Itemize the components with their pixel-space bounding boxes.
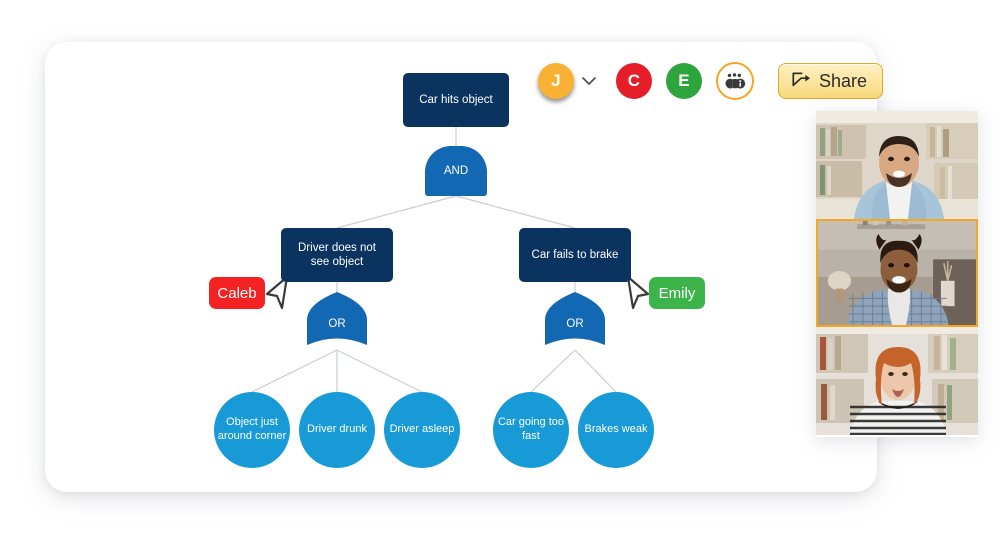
avatar-j[interactable]: J: [538, 63, 574, 99]
gate-or-right-label: OR: [566, 318, 584, 330]
gate-or-left-label: OR: [328, 318, 346, 330]
people-info-icon[interactable]: [716, 62, 754, 100]
gate-or-right[interactable]: OR: [545, 292, 605, 348]
video-tile-3[interactable]: [816, 327, 978, 435]
board-toolbar: J C E: [538, 60, 884, 102]
gate-or-left[interactable]: OR: [307, 292, 367, 348]
basic-event-object-just-around-corner[interactable]: Object just around corner: [214, 392, 290, 468]
video-tile-2[interactable]: [816, 219, 978, 327]
basic-event-driver-asleep[interactable]: Driver asleep: [384, 392, 460, 468]
chevron-down-icon[interactable]: [578, 75, 600, 88]
cursor-label-emily[interactable]: Emily: [649, 277, 705, 309]
basic-event-driver-drunk[interactable]: Driver drunk: [299, 392, 375, 468]
node-driver-does-not-see-object[interactable]: Driver does not see object: [281, 228, 393, 282]
share-icon: [792, 70, 811, 92]
share-button[interactable]: Share: [778, 63, 884, 99]
cursor-label-caleb[interactable]: Caleb: [209, 277, 265, 309]
share-button-label: Share: [819, 70, 868, 91]
gate-and[interactable]: AND: [425, 146, 487, 196]
basic-event-car-going-too-fast[interactable]: Car going too fast: [493, 392, 569, 468]
avatar-e[interactable]: E: [666, 63, 702, 99]
avatar-c[interactable]: C: [616, 63, 652, 99]
video-tile-1[interactable]: [816, 111, 978, 219]
node-car-fails-to-brake[interactable]: Car fails to brake: [519, 228, 631, 282]
basic-event-brakes-weak[interactable]: Brakes weak: [578, 392, 654, 468]
node-top-event[interactable]: Car hits object: [403, 73, 509, 127]
video-call-panel: [816, 111, 978, 437]
